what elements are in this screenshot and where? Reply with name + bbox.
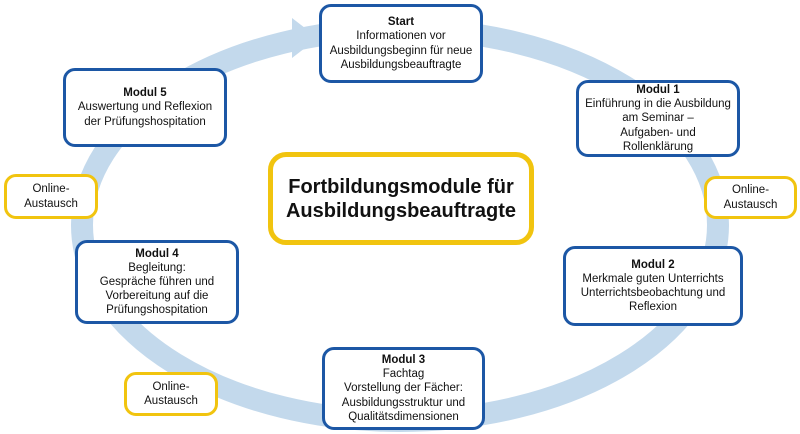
modul5-line: der Prüfungshospitation	[84, 115, 206, 128]
modul1-line: Rollenklärung	[622, 140, 694, 153]
modul1-line: am Seminar –	[622, 112, 694, 125]
online-label: Austausch	[723, 198, 778, 211]
modul5-line: Auswertung und Reflexion	[77, 101, 213, 114]
modul3-line: Qualitätsdimensionen	[348, 410, 459, 423]
modul3-title: Modul 3	[381, 354, 426, 367]
modul4-box: Modul 4 Begleitung: Gespräche führen und…	[75, 240, 239, 324]
modul1-line: Einführung in die Ausbildung	[585, 98, 731, 111]
modul1-title: Modul 1	[636, 84, 680, 97]
modul4-line: Vorbereitung auf die	[105, 290, 209, 302]
center-title-line2: Ausbildungsbeauftragte	[285, 199, 516, 222]
online-label: Online-	[152, 380, 190, 393]
online-exchange-left: Online- Austausch	[4, 174, 98, 219]
modul4-line: Begleitung:	[128, 261, 186, 274]
start-line: Ausbildungsbeginn für neue	[329, 44, 473, 57]
online-label: Online-	[32, 183, 70, 196]
start-line: Ausbildungsbeauftragte	[340, 58, 462, 71]
online-label: Austausch	[144, 395, 198, 407]
modul5-title: Modul 5	[123, 87, 167, 100]
modul4-line: Gespräche führen und	[99, 275, 215, 288]
modul3-line: Fachtag	[382, 368, 425, 381]
online-exchange-right: Online- Austausch	[704, 176, 797, 219]
modul3-line: Ausbildungsstruktur und	[341, 396, 466, 409]
modul4-line: Prüfungshospitation	[106, 304, 208, 317]
online-label: Austausch	[24, 197, 78, 210]
modul1-box: Modul 1 Einführung in die Ausbildung am …	[576, 80, 740, 157]
online-exchange-bottom-left: Online- Austausch	[124, 372, 218, 416]
modul5-box: Modul 5 Auswertung und Reflexion der Prü…	[63, 68, 227, 147]
modul3-box: Modul 3 Fachtag Vorstellung der Fächer: …	[322, 347, 485, 430]
modul2-title: Modul 2	[631, 258, 675, 271]
online-label: Online-	[731, 184, 770, 197]
modul2-line: Reflexion	[629, 301, 677, 314]
modul1-line: Aufgaben- und	[620, 126, 696, 139]
modul2-box: Modul 2 Merkmale guten Unterrichts Unter…	[563, 246, 743, 326]
modul2-line: Merkmale guten Unterrichts	[582, 272, 724, 285]
modul4-title: Modul 4	[135, 247, 179, 260]
start-title: Start	[387, 16, 415, 29]
center-title-line1: Fortbildungsmodule für	[288, 175, 514, 198]
cycle-arrow-head	[292, 18, 318, 58]
start-line: Informationen vor	[356, 30, 446, 43]
modul2-line: Unterrichtsbeobachtung und	[580, 287, 726, 299]
center-title: Fortbildungsmodule für Ausbildungsbeauft…	[268, 152, 534, 245]
modul3-line: Vorstellung der Fächer:	[344, 382, 463, 395]
start-box: Start Informationen vor Ausbildungsbegin…	[319, 4, 483, 83]
